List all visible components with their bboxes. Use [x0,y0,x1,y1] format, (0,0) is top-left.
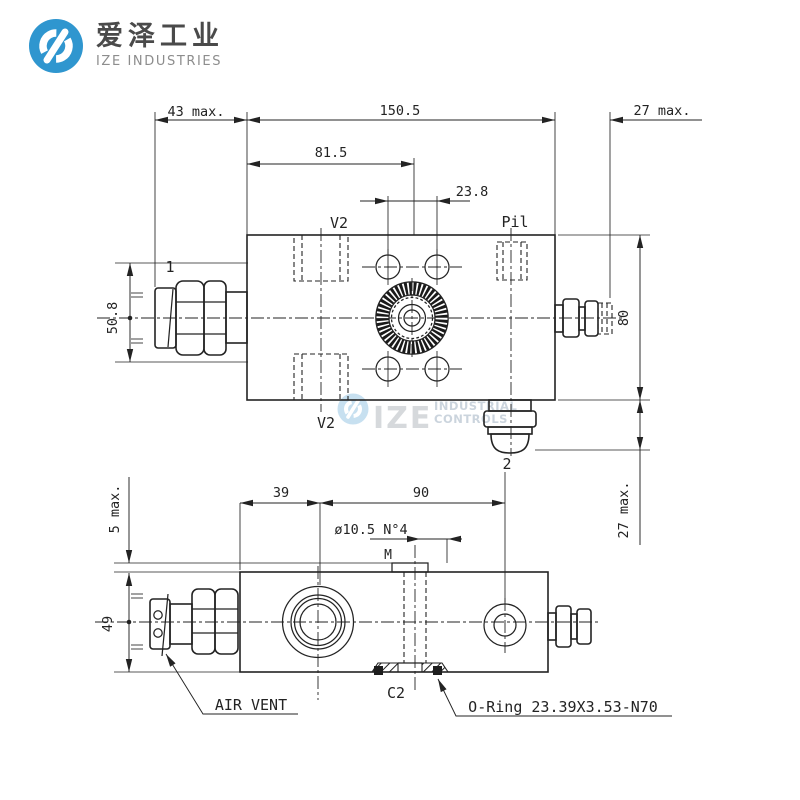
watermark-ize: IZE [373,401,432,436]
dim-27-max-right: 27 max. [634,103,691,119]
dim-50-8: 50.8 [105,302,121,335]
dim-5-49-group: 5 max. 49 [100,477,428,673]
brand-name-cn: 爱泽工业 [96,20,224,52]
air-vent-fitting [149,588,239,657]
label-c2: C2 [387,684,405,702]
center-watermark: IZE INDUSTRIAL CONTROLS [337,393,517,436]
oring-leader [437,678,672,717]
dim-43-max: 43 max. [168,104,225,120]
label-pil: Pil [501,213,528,231]
cartridge-circle [281,585,355,659]
label-v2-top: V2 [330,214,348,232]
watermark-industrial: INDUSTRIAL [434,399,517,413]
label-oring: O-Ring 23.39X3.53-N70 [468,698,658,716]
dim-80: 80 [616,310,632,326]
label-port-1: 1 [165,258,174,276]
label-port-2: 2 [502,455,511,473]
dim-50-8-group: 50.8 [105,262,248,363]
ize-logo-icon [29,19,83,73]
dim-dia-group: ø10.5 N°4 [334,522,462,563]
label-m-port: M [384,548,392,563]
brand-name-en: IZE INDUSTRIES [96,54,223,70]
label-v2-bottom: V2 [317,414,335,432]
adjustment-knob [375,278,449,358]
dim-dia-10-5: ø10.5 N°4 [334,522,407,538]
side-view: M [95,472,672,717]
mounting-holes [362,249,462,387]
side-right-port [483,598,592,653]
dim-5-max: 5 max. [107,485,123,534]
c2-port [370,662,450,675]
fitting-right [554,298,613,338]
port-pil [496,241,528,281]
dim-39: 39 [273,485,289,501]
plug-port-2 [483,399,537,454]
top-view: 43 max. 150.5 27 max. 81.5 23.8 [97,103,702,545]
dim-27-max-bottom: 27 max. [616,482,632,539]
dim-150-5: 150.5 [380,103,421,119]
dim-81-5: 81.5 [315,145,348,161]
dim-90: 90 [413,485,429,501]
watermark-controls: CONTROLS [434,412,508,426]
air-vent-leader [165,653,298,715]
dim-80-group: 80 [558,234,650,401]
label-air-vent: AIR VENT [215,696,287,714]
dim-23-8: 23.8 [456,184,489,200]
fitting-port-1 [154,280,248,356]
dim-27-bottom-group: 27 max. [535,400,650,545]
brand-logo: 爱泽工业 IZE INDUSTRIES [28,18,224,74]
dim-49: 49 [100,616,116,632]
dim-39-90-group: 39 90 [239,472,506,602]
